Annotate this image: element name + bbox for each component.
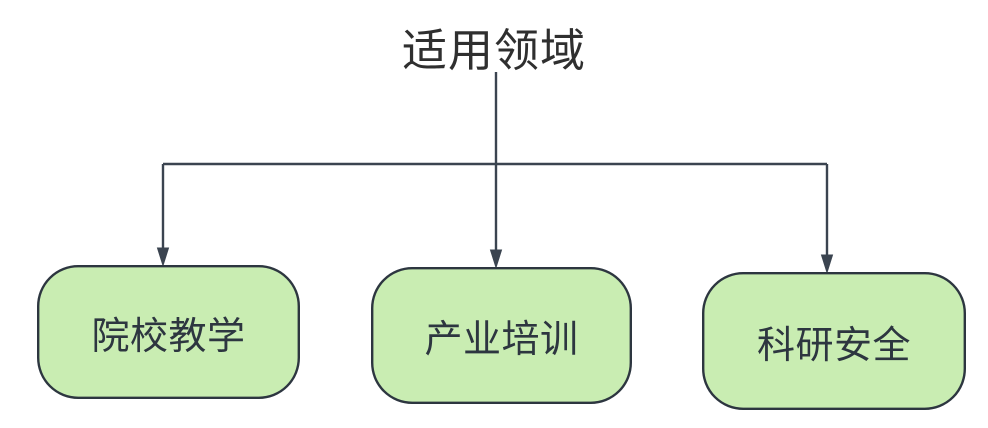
node-box-3[interactable]: [702, 272, 967, 411]
arrowhead-icon-middle: [489, 249, 503, 270]
arrowhead-icon-right: [820, 254, 834, 275]
node-box-2[interactable]: [371, 267, 633, 405]
node-box-1[interactable]: [37, 265, 301, 400]
arrowhead-group: [156, 247, 834, 275]
node-group: [37, 265, 967, 411]
connector-group: [161, 72, 829, 256]
diagram-title: 适用领域: [401, 25, 586, 76]
arrowhead-icon-left: [156, 247, 170, 268]
